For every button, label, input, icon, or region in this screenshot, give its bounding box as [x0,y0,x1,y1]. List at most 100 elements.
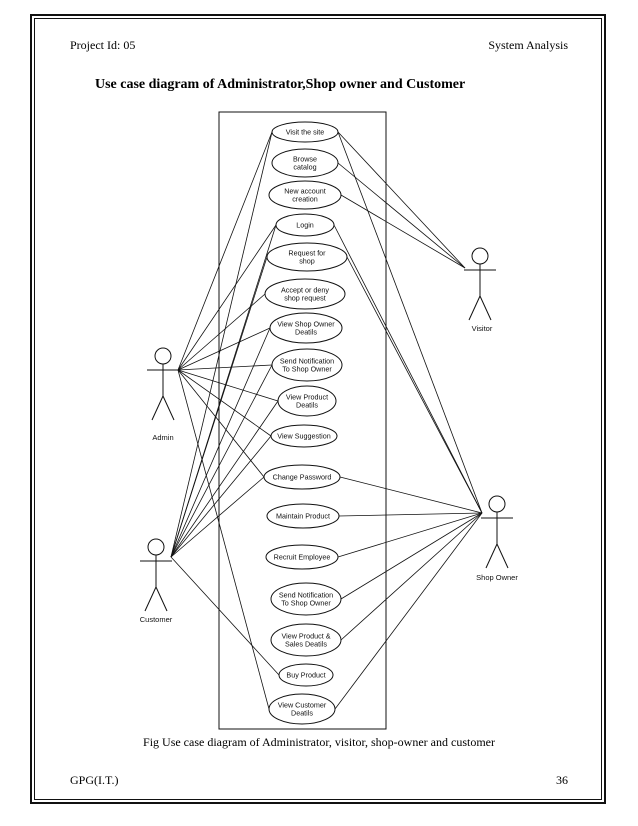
use-case-label: Browse [293,154,317,163]
use-case-label: Accept or deny [281,285,329,294]
association-admin-view_owner [177,327,271,371]
use-case-label: creation [292,195,318,204]
association-admin-view_sugg [177,369,272,437]
use-case-label: Login [296,221,314,230]
association-shop_owner-view_customer [334,512,483,710]
use-case-visit: Visit the site [271,121,339,143]
use-case-oval [277,385,337,417]
actor-left-leg [144,586,157,612]
actor-shop-owner: Shop Owner [476,495,518,582]
use-case-change_pw: Change Password [263,464,341,490]
association-customer-view_owner [170,327,271,558]
association-shop_owner-maintain [338,512,483,517]
use-case-login: Login [275,213,335,237]
association-customer-view_sugg [170,435,272,558]
use-case-buy: Buy Product [278,663,334,687]
association-visitor-browse [337,162,466,269]
actor-right-leg [162,395,175,421]
use-case-oval [271,148,339,178]
association-customer-visit [170,131,273,558]
use-case-label: View Product & [281,631,330,640]
use-case-view_sales: View Product &Sales Deatils [270,623,342,657]
use-case-oval [271,121,339,143]
use-case-oval [269,312,343,344]
use-case-recruit: Recruit Employee [265,544,339,570]
use-case-maintain: Maintain Product [266,503,340,529]
actor-label: Admin [152,433,173,442]
actor-left-leg [151,395,164,421]
association-visitor-visit [337,131,466,269]
use-case-oval [264,278,346,310]
use-case-label: catalog [293,163,316,172]
use-case-oval [263,464,341,490]
association-admin-visit [177,131,273,371]
use-case-view_sugg: View Suggestion [270,424,338,448]
association-customer-change_pw [170,476,265,558]
use-case-label: Request for [288,248,326,257]
use-case-oval [268,180,342,210]
actor-left-leg [485,543,498,569]
associations [170,131,483,710]
use-case-label: shop request [284,294,326,303]
use-case-label: Deatils [296,401,318,410]
use-case-label: Buy Product [286,671,325,680]
actor-label: Visitor [472,324,493,333]
use-case-label: Sales Deatils [285,640,327,649]
use-case-oval [275,213,335,237]
footer-page-number: 36 [556,773,568,787]
use-case-oval [270,582,342,616]
use-case-label: To Shop Owner [281,599,331,608]
actor-label: Customer [140,615,173,624]
association-admin-view_customer [177,369,270,710]
actor-head [154,347,172,365]
use-case-oval [278,663,334,687]
use-case-oval [265,544,339,570]
use-case-oval [270,623,342,657]
actor-label: Shop Owner [476,573,518,582]
association-customer-send_notif_1 [170,364,273,558]
actor-head [488,495,506,513]
use-case-label: Recruit Employee [274,553,331,562]
actor-admin: Admin [147,347,179,442]
actor-right-leg [479,295,492,321]
association-admin-view_product [177,369,279,402]
figure-caption: Fig Use case diagram of Administrator, v… [143,735,495,749]
association-shop_owner-change_pw [339,476,483,514]
footer-department: GPG(I.T.) [70,773,119,787]
use-case-label: View Product [286,392,328,401]
association-shop_owner-send_notif_2 [340,512,483,600]
header-project-id: Project Id: 05 [70,38,136,52]
use-case-label: View Suggestion [277,432,330,441]
association-shop_owner-visit [337,131,483,514]
association-customer-view_product [170,400,279,558]
page-border-outer [30,14,606,804]
use-case-oval [268,693,336,725]
use-case-label: Maintain Product [276,512,330,521]
use-case-label: To Shop Owner [282,365,332,374]
use-case-label: Send Notification [280,356,334,365]
actor-right-leg [496,543,509,569]
association-shop_owner-recruit [337,512,483,558]
association-visitor-new_account [340,194,466,269]
use-case-label: Visit the site [286,128,325,137]
use-case-label: Deatils [295,328,317,337]
actor-head [471,247,489,265]
actor-head [147,538,165,556]
association-admin-change_pw [177,369,265,478]
use-case-label: View Customer [278,700,327,709]
actor-right-leg [155,586,168,612]
association-customer-request_shop [170,256,268,558]
actor-visitor: Visitor [464,247,496,333]
actor-customer: Customer [140,538,173,624]
diagram-title: Use case diagram of Administrator,Shop o… [95,77,466,92]
